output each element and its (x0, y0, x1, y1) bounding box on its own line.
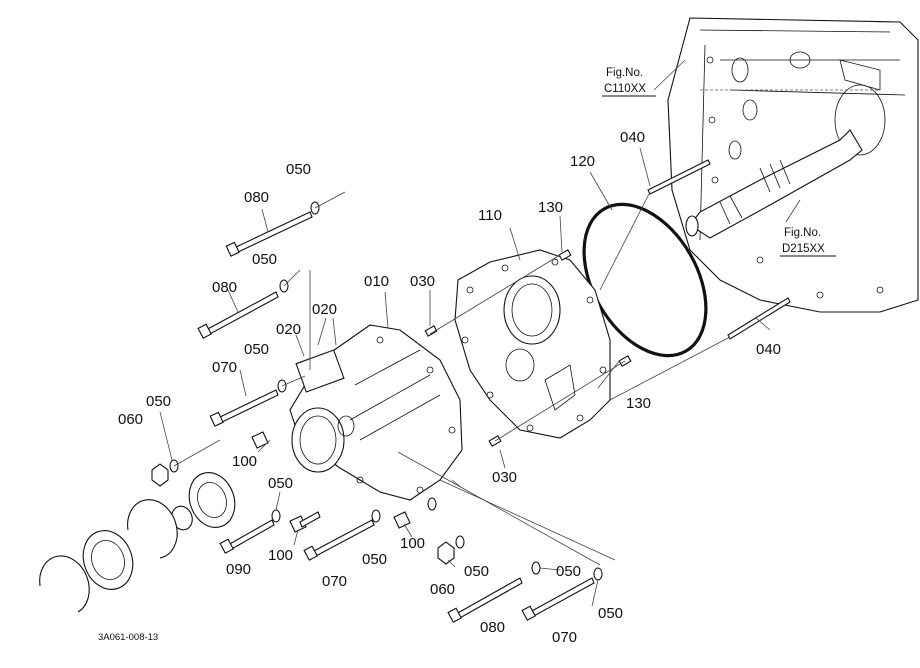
part-label: 080 (212, 279, 237, 296)
seal-and-rings (39, 472, 236, 613)
part-label: 050 (146, 393, 171, 410)
clutch-housing (454, 249, 611, 439)
part-labels: 050 080 050 080 020 020 010 030 110 130 … (118, 129, 781, 646)
fig-ref-title: Fig.No. (784, 227, 821, 239)
fig-ref-code: D215XX (782, 243, 825, 255)
part-label: 050 (464, 563, 489, 580)
part-label: 060 (430, 581, 455, 598)
part-label: 070 (212, 359, 237, 376)
leader-lines (159, 59, 880, 607)
part-label: 100 (268, 547, 293, 564)
part-label: 120 (570, 153, 595, 170)
part-label: 080 (244, 189, 269, 206)
part-label: 100 (400, 535, 425, 552)
part-label: 050 (268, 475, 293, 492)
part-label: 010 (364, 273, 389, 290)
part-label: 130 (538, 199, 563, 216)
part-label: 050 (244, 341, 269, 358)
bolts (197, 211, 595, 623)
part-label: 050 (556, 563, 581, 580)
part-label: 050 (598, 605, 623, 622)
part-label: 090 (226, 561, 251, 578)
part-label: 070 (552, 629, 577, 646)
fig-ref-code: C110XX (604, 83, 646, 95)
fig-ref-d215xx: Fig.No. D215XX (780, 227, 836, 257)
part-label: 100 (232, 453, 257, 470)
part-label: 040 (756, 341, 781, 358)
part-label: 130 (626, 395, 651, 412)
part-label: 020 (276, 321, 301, 338)
part-label: 050 (286, 161, 311, 178)
part-label: 030 (410, 273, 435, 290)
part-label: 110 (478, 207, 502, 224)
part-label: 030 (492, 469, 517, 486)
part-label: 080 (480, 619, 505, 636)
shaft (685, 129, 863, 239)
washers-and-nuts (151, 201, 603, 581)
fig-ref-title: Fig.No. (606, 67, 643, 79)
part-label: 020 (312, 301, 337, 318)
part-label: 040 (620, 129, 645, 146)
part-label: 050 (362, 551, 387, 568)
part-label: 070 (322, 573, 347, 590)
fig-ref-c110xx: Fig.No. C110XX (602, 67, 656, 97)
drawing-code: 3A061-008-13 (98, 632, 158, 643)
part-label: 050 (252, 251, 277, 268)
front-cover (289, 324, 463, 501)
part-label: 060 (118, 411, 143, 428)
